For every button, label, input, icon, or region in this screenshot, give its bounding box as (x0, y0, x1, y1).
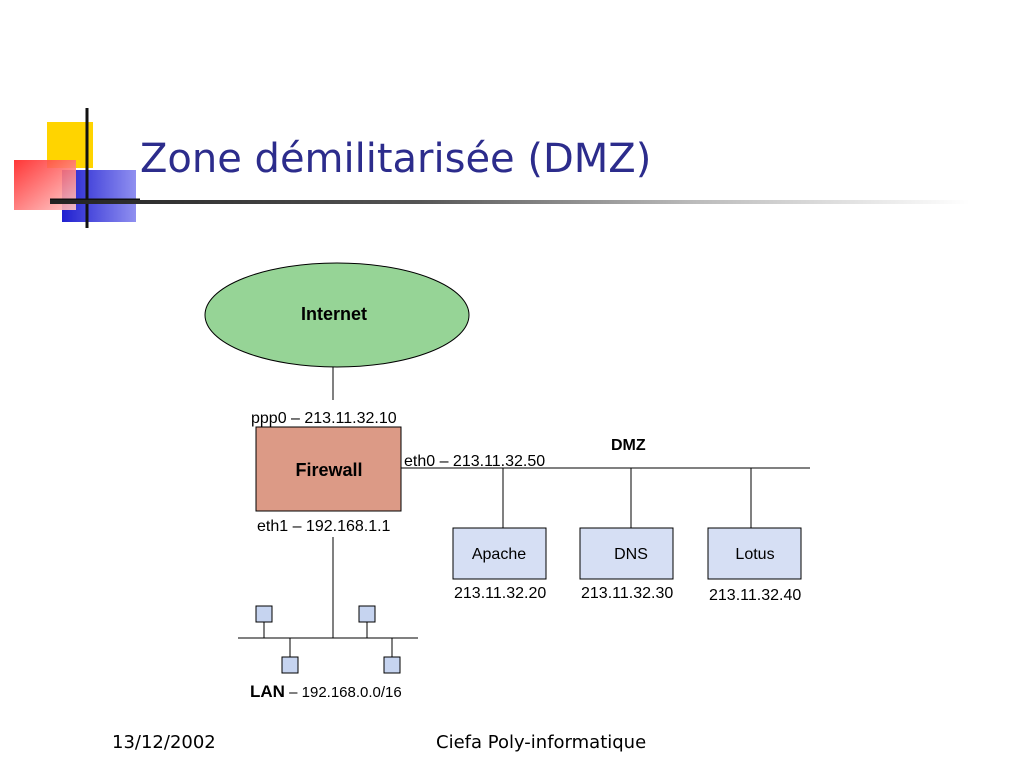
lan-host (358, 605, 376, 623)
footer-date: 13/12/2002 (112, 732, 216, 753)
lan-label: LAN (250, 682, 285, 701)
server-lotus (707, 527, 802, 580)
ppp0-label: ppp0 – 213.11.32.10 (251, 410, 397, 427)
lan-host (383, 656, 401, 674)
dmz-label: DMZ (611, 437, 646, 454)
server-lotus-ip: 213.11.32.40 (709, 587, 801, 604)
internet-label: Internet (301, 304, 367, 324)
title-underline (50, 200, 970, 204)
server-dns-label: DNS (614, 546, 648, 563)
footer-center-text: Ciefa Poly-informatique (436, 732, 647, 753)
lan-subnet: – 192.168.0.0/16 (285, 684, 402, 701)
internet-node (204, 262, 470, 368)
lan-host (255, 605, 273, 623)
server-lotus-label: Lotus (735, 546, 774, 563)
eth0-label: eth0 – 213.11.32.50 (404, 453, 545, 470)
lan-caption: LAN – 192.168.0.0/16 (250, 682, 402, 701)
eth1-label: eth1 – 192.168.1.1 (257, 518, 391, 535)
lan-host (281, 656, 299, 674)
firewall-label: Firewall (295, 460, 362, 480)
slide-title: Zone démilitarisée (DMZ) (140, 136, 652, 182)
server-dns (579, 527, 674, 580)
server-apache-ip: 213.11.32.20 (454, 585, 546, 602)
server-apache-label: Apache (472, 546, 526, 563)
server-dns-ip: 213.11.32.30 (581, 585, 673, 602)
server-apache (452, 527, 547, 580)
firewall-node (255, 426, 402, 512)
